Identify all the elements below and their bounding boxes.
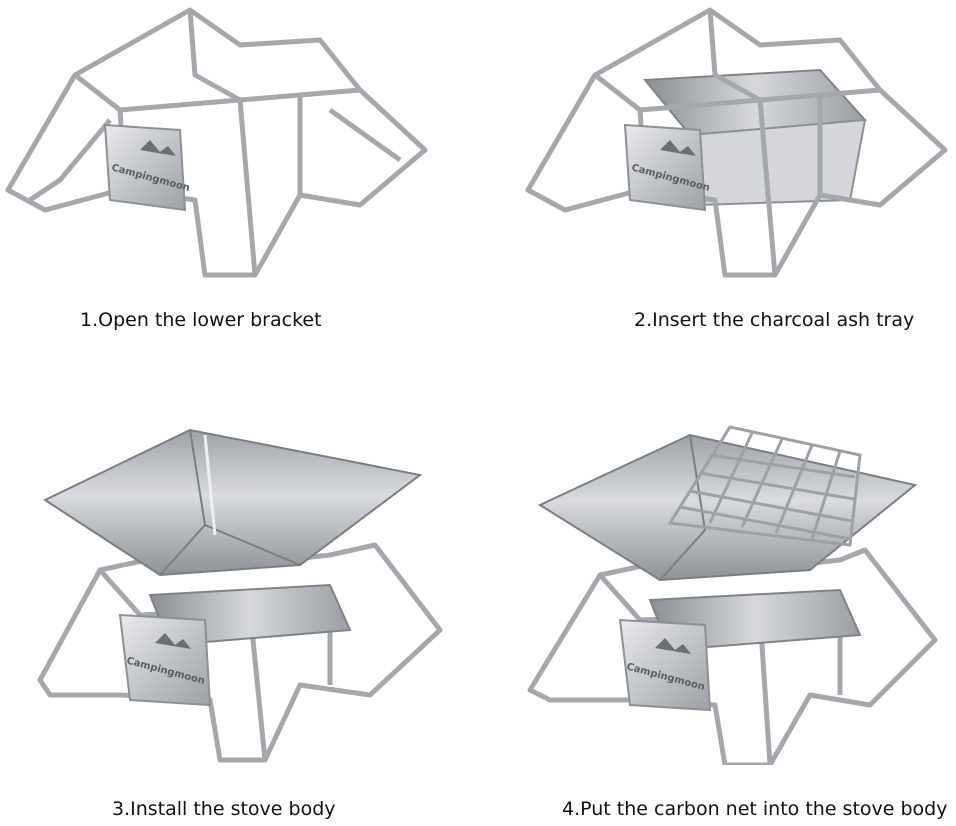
step-2-image: Campingmoon: [520, 0, 956, 290]
step-4-image: Campingmoon: [520, 415, 956, 765]
step-3-caption: 3.Install the stove body: [112, 798, 336, 820]
step-1-caption: 1.Open the lower bracket: [80, 309, 322, 331]
step-3-image: Campingmoon: [0, 415, 450, 765]
step-1-image: Campingmoon: [0, 0, 440, 290]
step-4-caption: 4.Put the carbon net into the stove body: [562, 798, 948, 820]
step-2-caption: 2.Insert the charcoal ash tray: [634, 309, 915, 331]
